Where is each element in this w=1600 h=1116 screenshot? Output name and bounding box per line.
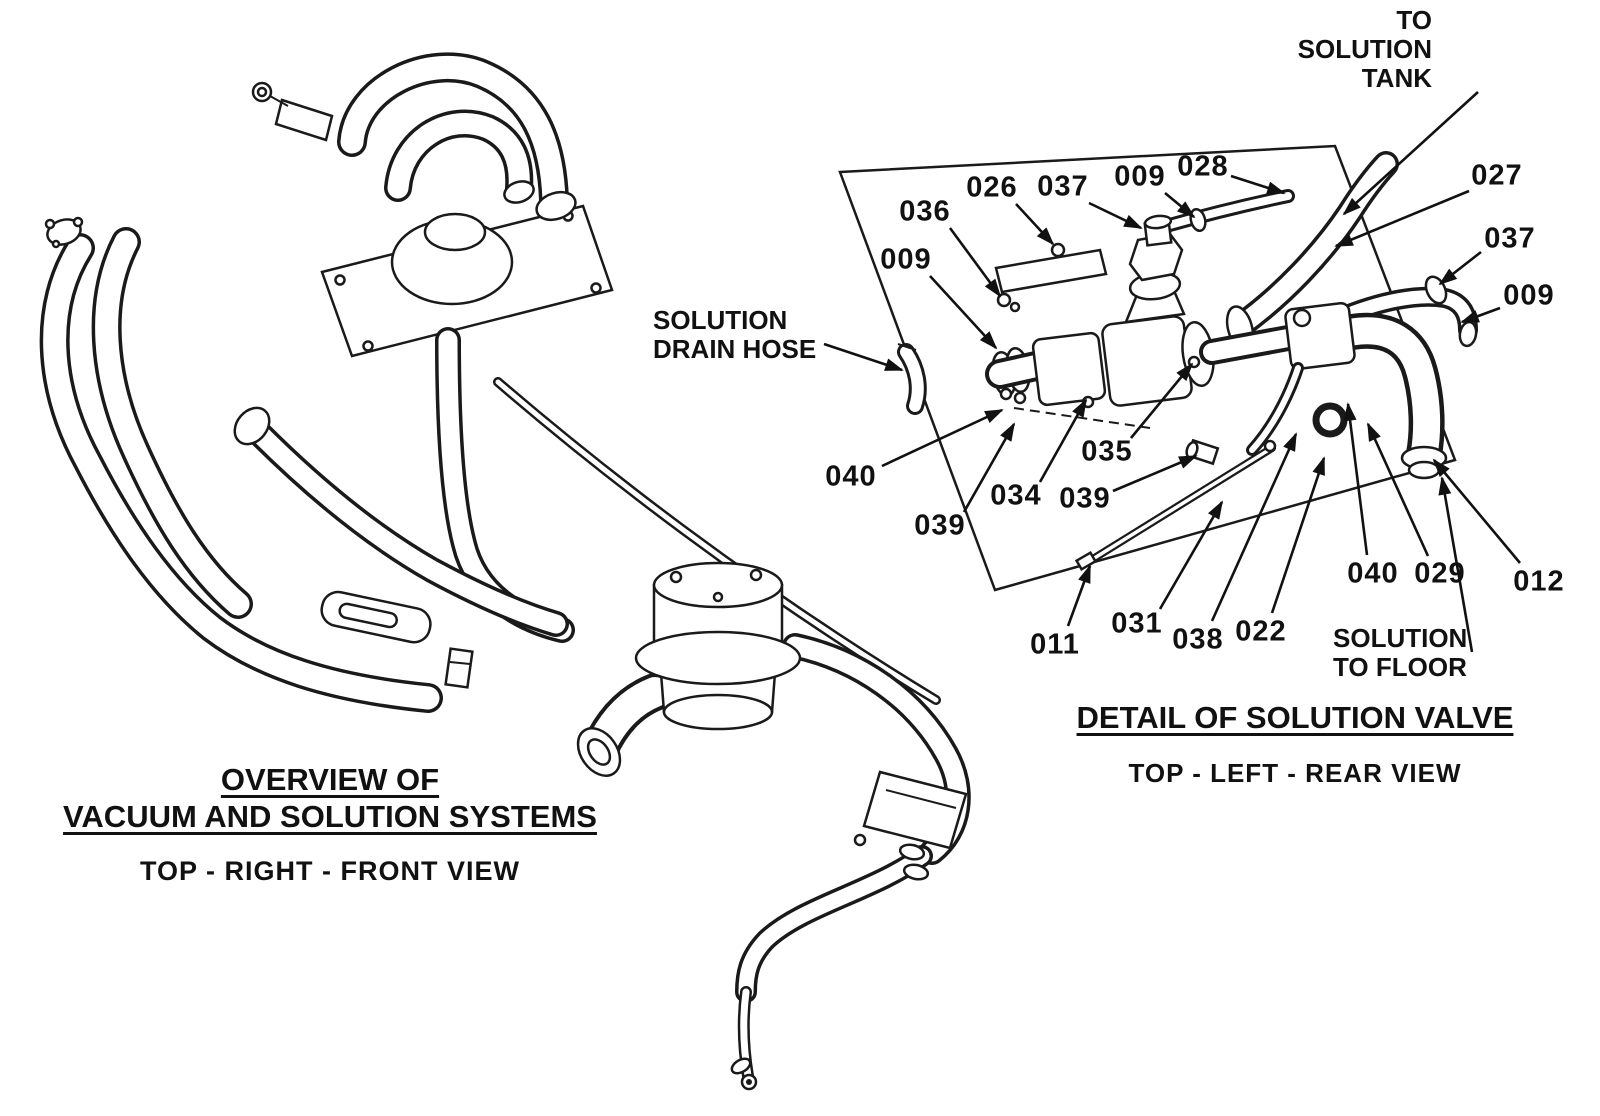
callout-011: 011 xyxy=(1030,628,1080,661)
annotation-solution-to-floor: SOLUTION TO FLOOR xyxy=(1333,623,1468,683)
leader-line xyxy=(962,422,1016,513)
callout-036: 036 xyxy=(899,195,951,228)
callout-027: 027 xyxy=(1471,159,1523,192)
leader-line xyxy=(1088,201,1143,230)
leader-line xyxy=(1164,191,1196,219)
overview-title-line1: OVERVIEW OF xyxy=(220,762,440,797)
leader-line xyxy=(1438,250,1482,286)
leader-line xyxy=(1438,476,1474,653)
leader-line xyxy=(1270,456,1326,614)
leader-line xyxy=(1210,432,1298,622)
leader-line xyxy=(1460,306,1501,324)
detail-title: DETAIL OF SOLUTION VALVE xyxy=(1076,700,1514,735)
detail-drawing xyxy=(838,144,1478,592)
callout-035: 035 xyxy=(1081,435,1133,468)
leader-lines xyxy=(823,91,1521,653)
callout-031: 031 xyxy=(1111,607,1163,640)
leader-line xyxy=(1015,203,1055,246)
leader-line xyxy=(1230,174,1286,195)
leader-line xyxy=(1158,500,1224,610)
callout-037: 037 xyxy=(1037,170,1089,203)
callout-022: 022 xyxy=(1235,615,1287,648)
detail-subtitle: TOP - LEFT - REAR VIEW xyxy=(1128,758,1462,788)
leader-line xyxy=(823,342,904,372)
leader-line xyxy=(929,275,998,350)
leader-line xyxy=(1343,402,1369,556)
leader-line xyxy=(1112,454,1198,493)
callout-012: 012 xyxy=(1513,565,1565,598)
callout-040: 040 xyxy=(825,460,877,493)
overview-drawing xyxy=(44,67,966,1091)
callout-009: 009 xyxy=(1114,160,1166,193)
overview-subtitle: TOP - RIGHT - FRONT VIEW xyxy=(140,856,520,886)
callout-009: 009 xyxy=(1503,279,1555,312)
leader-line xyxy=(1038,398,1088,483)
leader-line xyxy=(948,227,1002,298)
callout-028: 028 xyxy=(1177,150,1229,183)
leader-line xyxy=(881,408,1004,468)
callout-039: 039 xyxy=(914,509,966,542)
overview-title-line2: VACUUM AND SOLUTION SYSTEMS xyxy=(63,799,597,834)
callout-037: 037 xyxy=(1484,222,1536,255)
callout-040: 040 xyxy=(1347,557,1399,590)
callout-038: 038 xyxy=(1172,623,1224,656)
annotation-to-solution-tank: TO SOLUTION TANK xyxy=(1297,5,1432,94)
leader-line xyxy=(1129,362,1194,439)
leader-line xyxy=(1066,564,1092,627)
callout-034: 034 xyxy=(990,479,1042,512)
callout-029: 029 xyxy=(1414,557,1466,590)
annotation-solution-drain-hose: SOLUTION DRAIN HOSE xyxy=(653,305,817,365)
leader-line xyxy=(1366,422,1430,557)
callout-039: 039 xyxy=(1059,482,1111,515)
callout-026: 026 xyxy=(966,171,1018,204)
leader-line xyxy=(1334,189,1470,248)
callout-009: 009 xyxy=(880,243,932,276)
leader-line xyxy=(1342,91,1479,216)
